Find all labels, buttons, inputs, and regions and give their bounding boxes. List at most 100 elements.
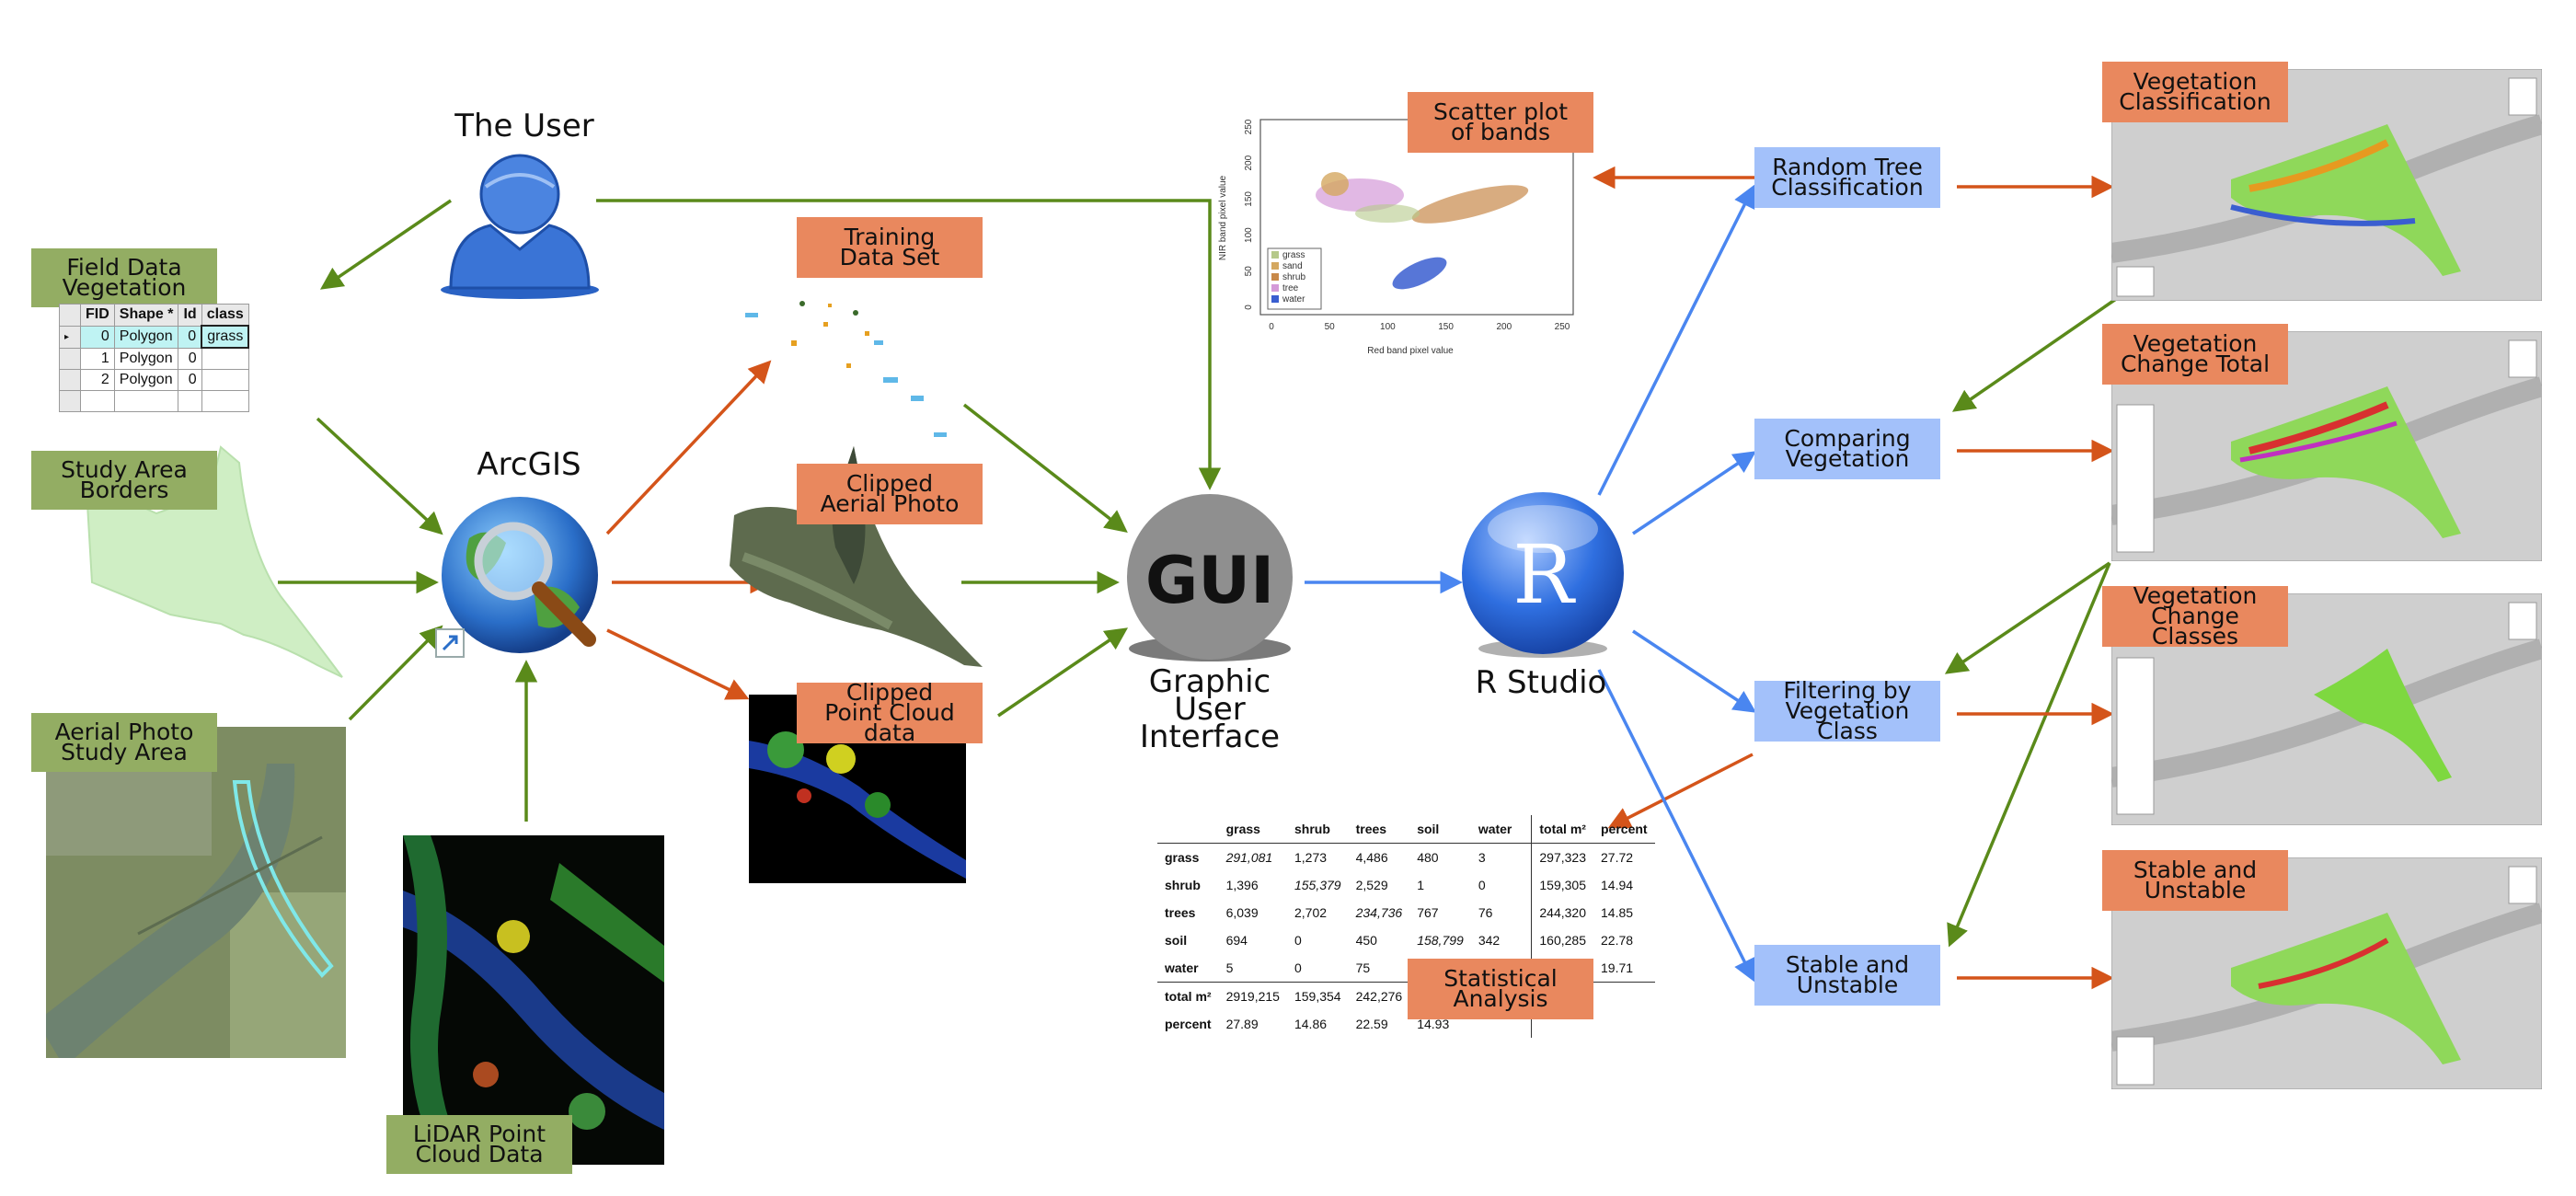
table-cell <box>201 390 249 412</box>
scatter-line1: Scatter plot <box>1432 98 1569 125</box>
arrow-user-to-field <box>319 199 452 290</box>
table-cell <box>80 390 115 412</box>
stats-cell: 3 <box>1478 850 1486 865</box>
table-cell: grass <box>201 325 250 349</box>
r-letter: R <box>1512 527 1574 622</box>
cluster-sand <box>1321 172 1349 196</box>
table-cell: Polygon <box>113 325 179 349</box>
scatter-ylabel: NIR band pixel value <box>1218 175 1228 260</box>
legend-label: water <box>1282 294 1305 305</box>
arrow-arcgis-to-training <box>605 360 772 535</box>
stats-cell: 767 <box>1417 905 1439 920</box>
statistical-line1: Statistical <box>1443 965 1558 992</box>
table-row[interactable]: 1 Polygon 0 <box>59 347 249 370</box>
legend-swatch <box>1271 251 1279 259</box>
stats-cell: 22.59 <box>1355 1017 1388 1031</box>
stats-row-label: shrub <box>1165 878 1201 892</box>
table-cell <box>201 347 249 370</box>
graphic-ui-label: Graphic User Interface <box>1118 666 1302 755</box>
veg-change-classes-line2: Change Classes <box>2151 603 2239 650</box>
field-table-header: FID Shape * Id class <box>59 304 249 327</box>
clipped-pc-line1: Clipped <box>845 679 934 706</box>
stats-cell: 2919,215 <box>1225 989 1280 1004</box>
lidar-image <box>403 835 664 1165</box>
row-selector-arrow-icon: ▸ <box>59 325 81 349</box>
gui-circle-icon <box>1127 494 1293 661</box>
training-set-image <box>745 301 947 437</box>
r-studio-icon <box>1462 492 1624 658</box>
field-data-line2: Vegetation <box>62 274 187 301</box>
table-cell: Polygon <box>113 369 179 391</box>
scatter-line2: of bands <box>1451 119 1550 145</box>
aerial-photo-line2: Study Area <box>61 739 188 765</box>
table-cell <box>201 369 249 391</box>
veg-change-total-line1: Vegetation <box>2133 330 2258 357</box>
y-tick-label: 150 <box>1244 191 1254 207</box>
veg-class-line1: Vegetation <box>2133 68 2258 95</box>
col-header: Id <box>178 304 202 327</box>
row-selector <box>59 390 81 412</box>
scatter-clusters <box>1316 172 1529 290</box>
y-tick-label: 100 <box>1244 227 1254 243</box>
stable-map-line1: Stable and <box>2133 857 2258 883</box>
veg-change-total-line2: Change Total <box>2120 351 2271 377</box>
table-cell: 0 <box>178 325 202 349</box>
filtering-line1: Filtering by <box>1783 677 1912 704</box>
table-cell <box>113 390 179 412</box>
user-icon <box>441 154 599 299</box>
arrow-arcgis-to-clippedpc <box>606 628 750 700</box>
arrow-r-to-random <box>1597 184 1755 496</box>
legend-swatch <box>1271 273 1279 281</box>
stats-cell: 0 <box>1294 933 1302 948</box>
stats-cell: 76 <box>1478 905 1493 920</box>
stats-cell: 1 <box>1417 878 1424 892</box>
table-row[interactable]: ▸ 0 Polygon 0 grass <box>59 325 250 349</box>
stats-row-label: percent <box>1165 1017 1212 1031</box>
legend-label: shrub <box>1282 272 1305 282</box>
table-cell: Polygon <box>113 347 179 370</box>
the-user-label: The User <box>454 108 594 144</box>
veg-change-classes-line1: Vegetation <box>2133 582 2258 609</box>
stats-cell: 27.89 <box>1225 1017 1259 1031</box>
arcgis-label: ArcGIS <box>477 446 581 483</box>
stats-header: percent <box>1601 822 1648 836</box>
arrow-training-to-gui <box>962 403 1128 534</box>
field-attribute-table: FID Shape * Id class ▸ 0 Polygon 0 grass… <box>59 304 250 412</box>
x-tick-label: 0 <box>1269 322 1274 332</box>
stats-cell: 0 <box>1478 878 1486 892</box>
x-tick-label: 250 <box>1555 322 1570 332</box>
stats-cell <box>1593 983 1655 1011</box>
stats-header <box>1157 815 1219 844</box>
statistical-line2: Analysis <box>1453 985 1548 1012</box>
arrow-r-to-comparing <box>1632 451 1757 535</box>
clipped-aerial-line2: Aerial Photo <box>820 490 960 517</box>
stats-cell: 6,039 <box>1225 905 1259 920</box>
stats-row-label: total m² <box>1165 989 1212 1004</box>
stats-cell: 242,276 <box>1355 989 1403 1004</box>
y-tick-label: 200 <box>1244 155 1254 170</box>
graphic-ui-line3: Interface <box>1139 719 1281 755</box>
arrow-aerial-to-arcgis <box>348 625 443 721</box>
stats-cell: 160,285 <box>1531 926 1593 954</box>
row-selector-header <box>59 304 81 327</box>
stats-cell: 75 <box>1355 960 1371 975</box>
stats-cell: 19.71 <box>1601 960 1634 975</box>
legend-label: tree <box>1282 283 1299 293</box>
arrow-vegclasses-to-stable <box>1947 562 2111 948</box>
map-veg-change-classes <box>2111 593 2542 825</box>
arrow-r-to-filtering <box>1632 629 1757 713</box>
table-row[interactable] <box>59 390 249 412</box>
row-selector <box>59 369 81 391</box>
table-row[interactable]: 2 Polygon 0 <box>59 369 249 391</box>
y-tick-label: 50 <box>1244 266 1254 277</box>
field-data-line1: Field Data <box>66 254 182 281</box>
y-tick-label: 250 <box>1244 119 1254 134</box>
